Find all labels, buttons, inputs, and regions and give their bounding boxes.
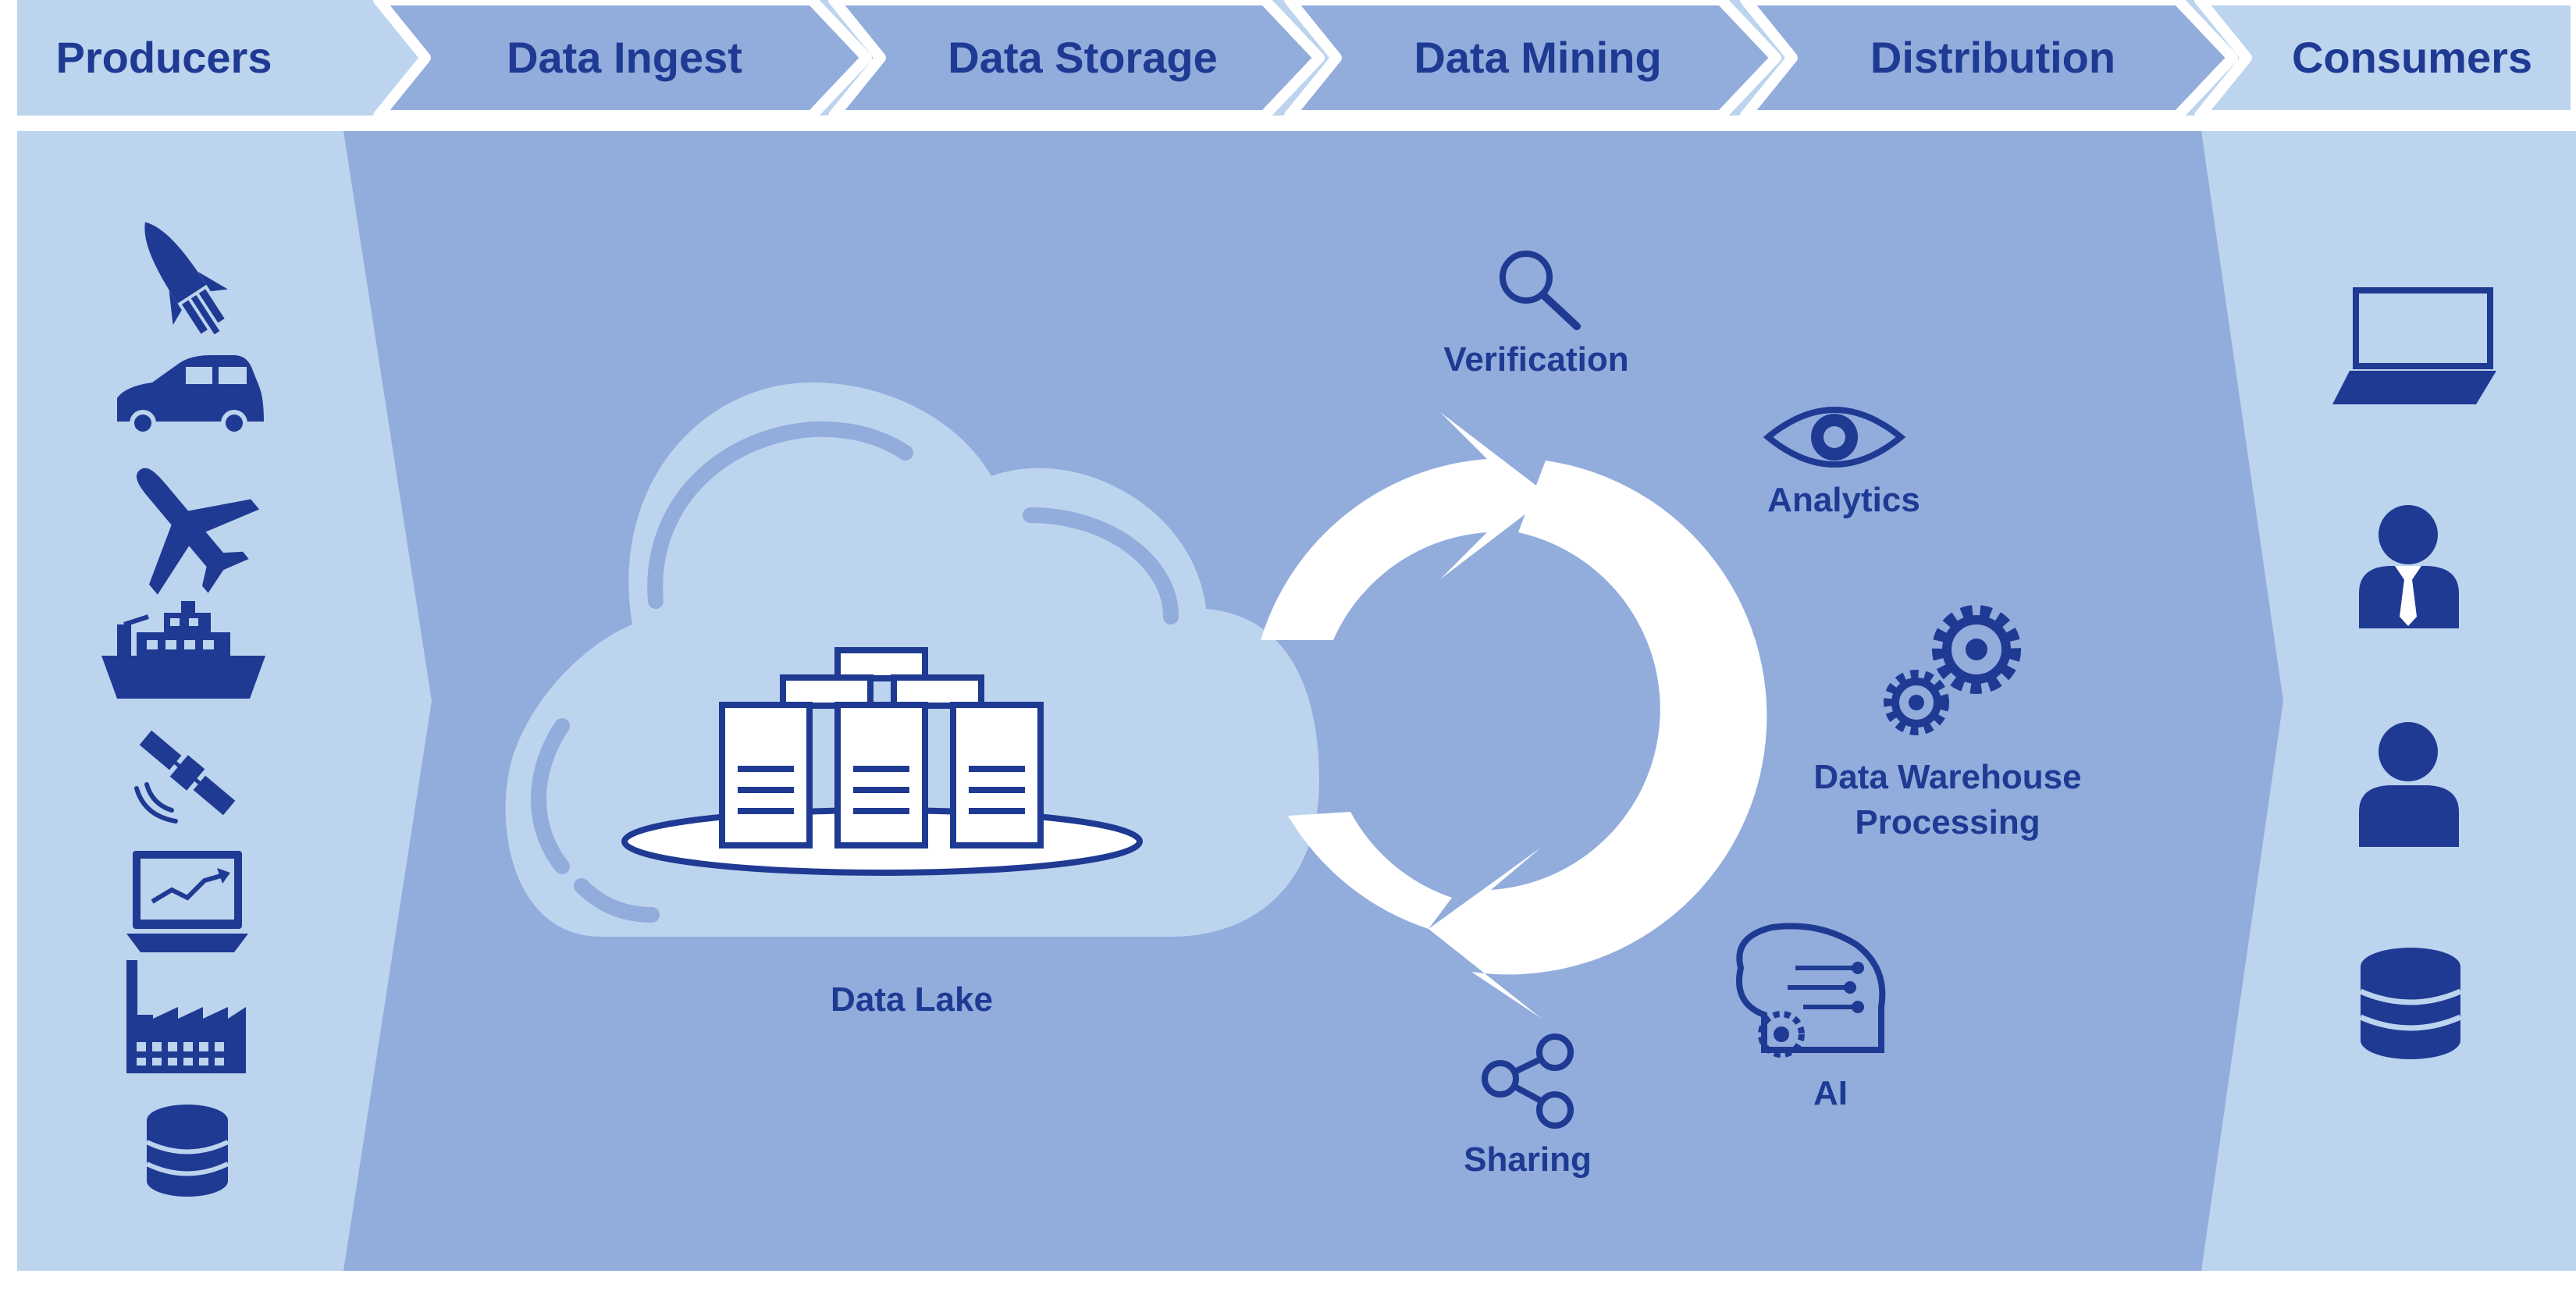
header-label-distribution: Distribution	[1870, 33, 2115, 82]
mining-items: Verification Analytics Data Warehouse Pr…	[1443, 251, 2082, 1179]
refresh-cycle-icon	[1261, 412, 1767, 1019]
cycle-arrow-bottom	[1429, 461, 1767, 1019]
gears-icon	[1884, 605, 2021, 735]
verification-label: Verification	[1443, 340, 1628, 379]
ai-head-icon	[1736, 923, 1886, 1058]
ship-icon	[101, 601, 265, 699]
person-icon	[2359, 722, 2459, 847]
consumers-icons	[2332, 287, 2496, 1059]
header-label-producers: Producers	[56, 33, 272, 82]
data-lake-label: Data Lake	[831, 980, 993, 1019]
header-chevron-producers	[17, 0, 414, 116]
producers-database-icon	[145, 1105, 229, 1197]
cycle-arrow-left-fill	[1288, 812, 1452, 929]
ai-label: AI	[1813, 1074, 1848, 1112]
header-label-data-mining: Data Mining	[1414, 33, 1661, 82]
header-chevron-data-storage	[828, 0, 1325, 121]
eye-icon	[1763, 407, 1906, 468]
header-label-data-ingest: Data Ingest	[507, 33, 742, 82]
data-warehouse-label-line2: Processing	[1855, 803, 2040, 841]
laptop-chart-icon	[126, 851, 248, 952]
server-cluster-icon	[621, 647, 1143, 876]
satellite-icon	[139, 730, 236, 816]
signal-waves-icon	[134, 782, 178, 824]
header-chevron-data-ingest	[373, 0, 872, 121]
header-label-data-storage: Data Storage	[948, 33, 1217, 82]
laptop-icon	[2332, 287, 2496, 404]
magnifier-icon	[1500, 251, 1581, 330]
header-chevron-consumers	[2194, 0, 2576, 121]
factory-icon	[126, 960, 246, 1073]
header-chevron-data-mining	[1284, 0, 1781, 121]
analytics-label: Analytics	[1767, 481, 1920, 519]
rocket-icon	[144, 222, 229, 335]
sharing-label: Sharing	[1464, 1140, 1592, 1179]
data-warehouse-label-line1: Data Warehouse	[1813, 758, 2081, 796]
producers-panel-arrow	[17, 131, 432, 1271]
businessman-icon	[2359, 505, 2459, 628]
header-label-consumers: Consumers	[2292, 33, 2532, 82]
cycle-arrow-top	[1261, 412, 1550, 640]
data-lake-group: Data Lake	[505, 382, 1319, 1019]
airplane-icon	[137, 468, 260, 595]
consumers-database-icon	[2359, 948, 2462, 1059]
share-icon	[1482, 1034, 1574, 1129]
header-chevron-distribution	[1740, 0, 2238, 121]
header-bar: Producers Data Ingest Data Storage Data …	[17, 0, 2576, 121]
producers-icons	[101, 222, 265, 1197]
car-icon	[117, 355, 264, 436]
